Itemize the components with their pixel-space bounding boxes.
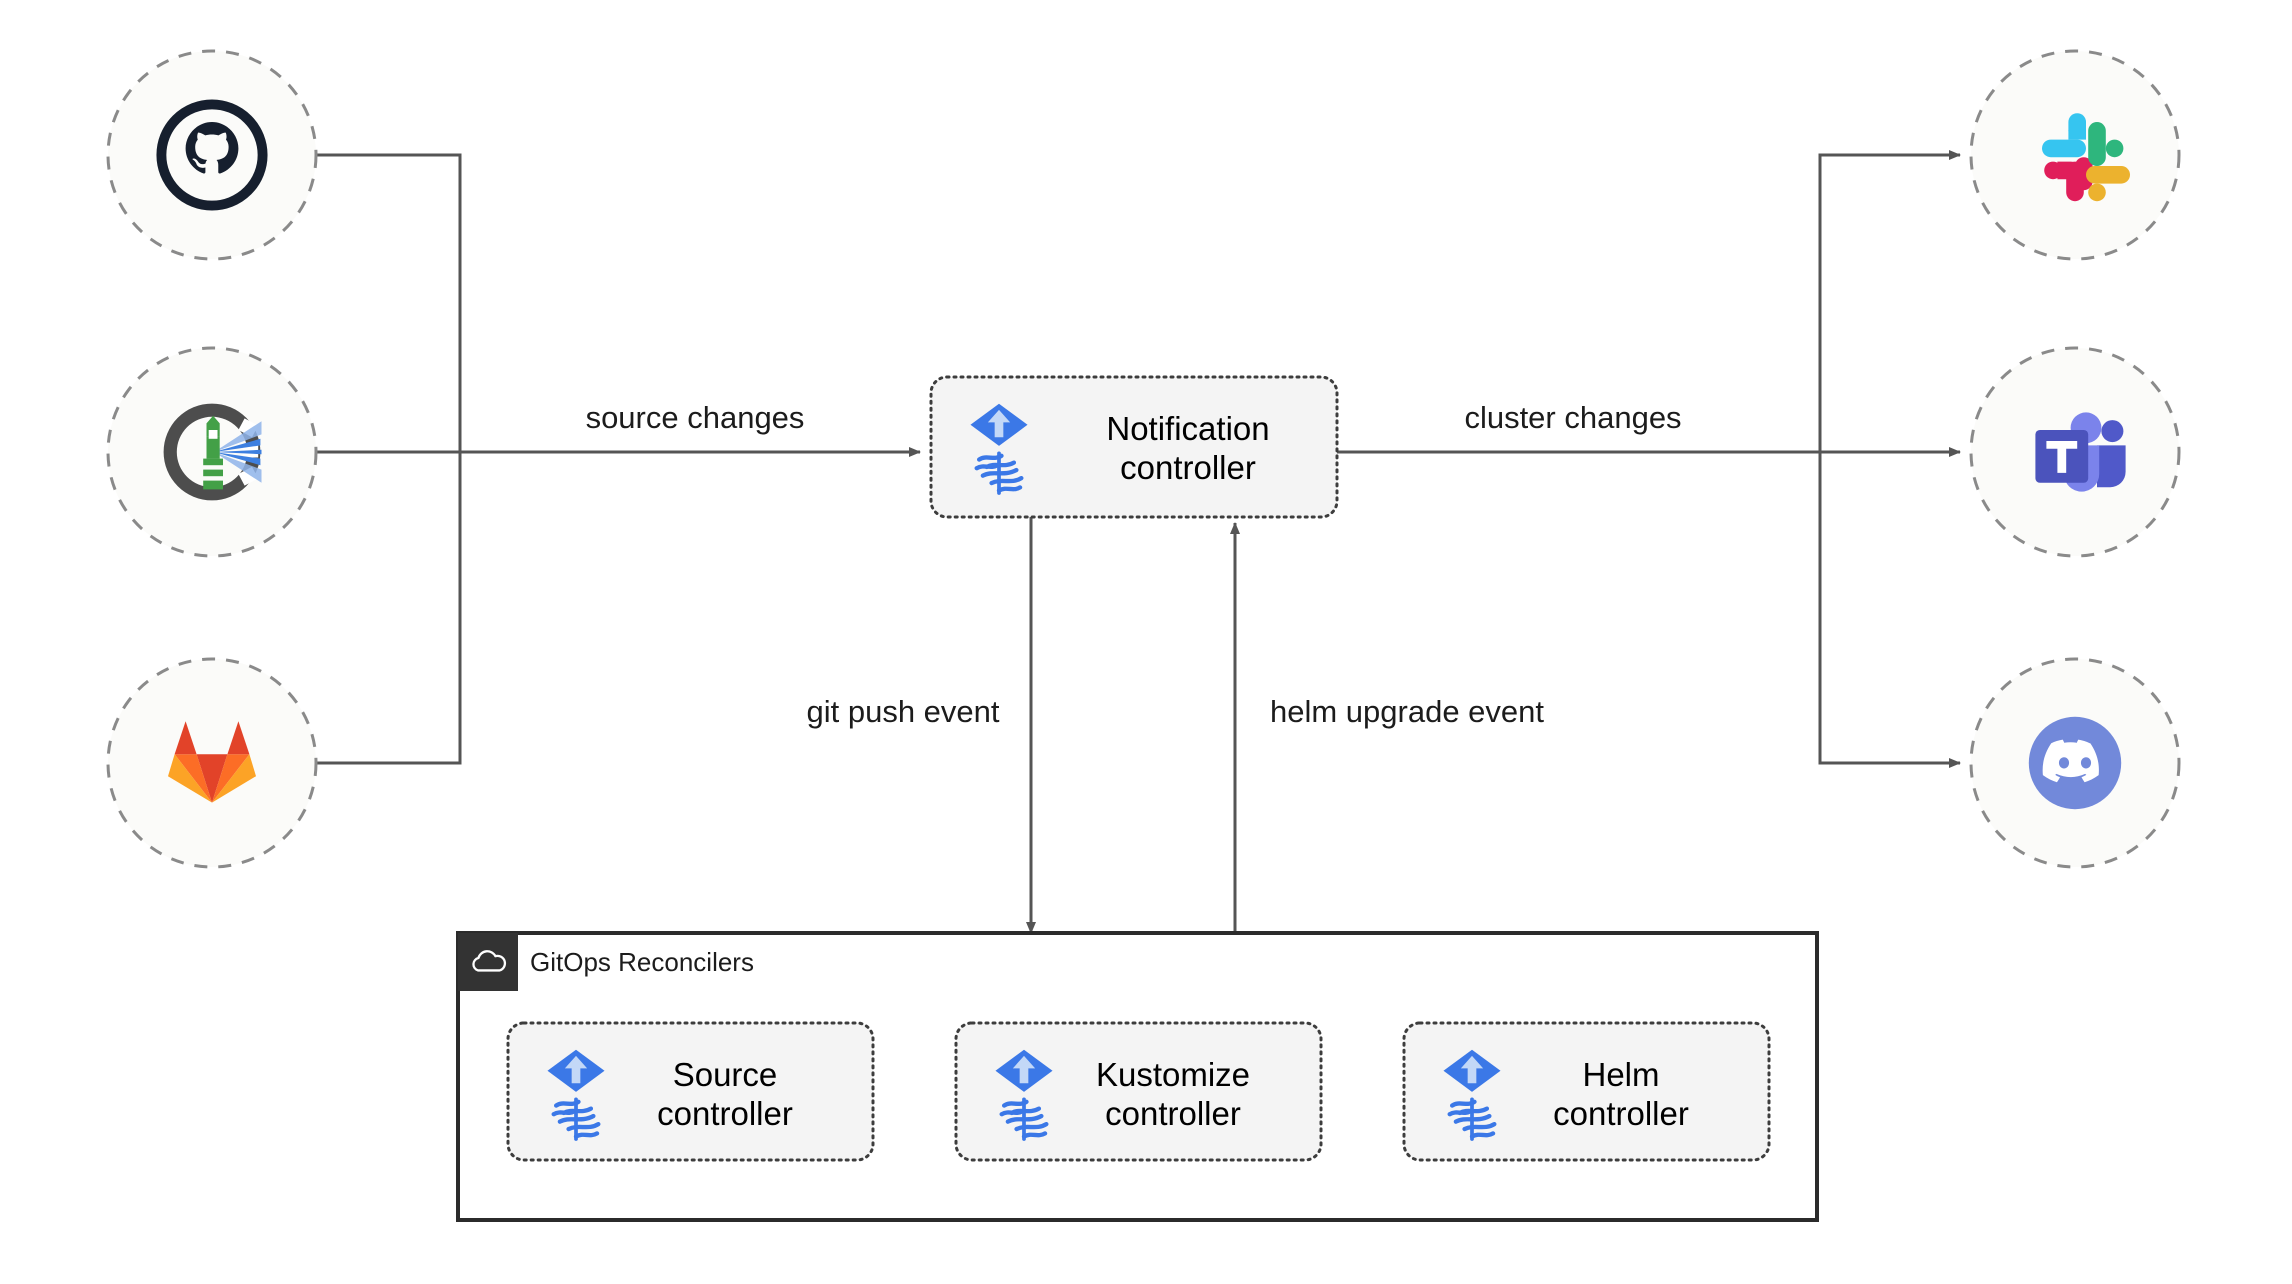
source-node-flux[interactable] <box>106 346 318 558</box>
reconciler-label-line1: Source <box>673 1056 778 1093</box>
reconciler-label-line2: controller <box>1105 1095 1241 1132</box>
source-node-github[interactable] <box>106 49 318 261</box>
reconciler-label-line2: controller <box>1553 1095 1689 1132</box>
source-node-gitlab[interactable] <box>106 657 318 869</box>
edge-label-source-changes: source changes <box>586 400 805 435</box>
destination-node-discord[interactable] <box>1969 657 2181 869</box>
discord-icon <box>2028 716 2122 810</box>
reconciler-source-controller[interactable]: Source controller <box>506 1021 875 1162</box>
edge-gitlab-to-bus <box>316 452 462 765</box>
reconciler-label-line1: Helm <box>1582 1056 1659 1093</box>
reconciler-label-line2: controller <box>657 1095 793 1132</box>
edge-group-vertical <box>1026 517 1240 934</box>
reconciler-label-line1: Kustomize <box>1096 1056 1250 1093</box>
notification-label-line1: Notification <box>1106 410 1269 447</box>
edge-github-to-bus <box>316 153 462 452</box>
reconciler-kustomize-controller[interactable]: Kustomize controller <box>954 1021 1323 1162</box>
notification-controller-box[interactable]: Notification controller <box>929 375 1339 519</box>
edge-bus-to-slack <box>1818 150 1961 452</box>
notification-box <box>929 375 1339 519</box>
notification-label-line2: controller <box>1120 449 1256 486</box>
edge-bus-to-discord <box>1818 452 1961 768</box>
destination-node-slack[interactable] <box>1969 49 2181 261</box>
edge-label-git-push-event: git push event <box>806 694 999 729</box>
reconciler-helm-controller[interactable]: Helm controller <box>1402 1021 1771 1162</box>
edge-label-cluster-changes: cluster changes <box>1464 400 1681 435</box>
edge-group-right <box>1337 150 1961 768</box>
edge-group-left <box>316 153 921 765</box>
group-tab <box>458 933 518 991</box>
group-title: GitOps Reconcilers <box>530 947 754 977</box>
destination-node-teams[interactable] <box>1969 346 2181 558</box>
node-circle-github <box>106 49 318 261</box>
edge-label-helm-upgrade-event: helm upgrade event <box>1270 694 1544 729</box>
